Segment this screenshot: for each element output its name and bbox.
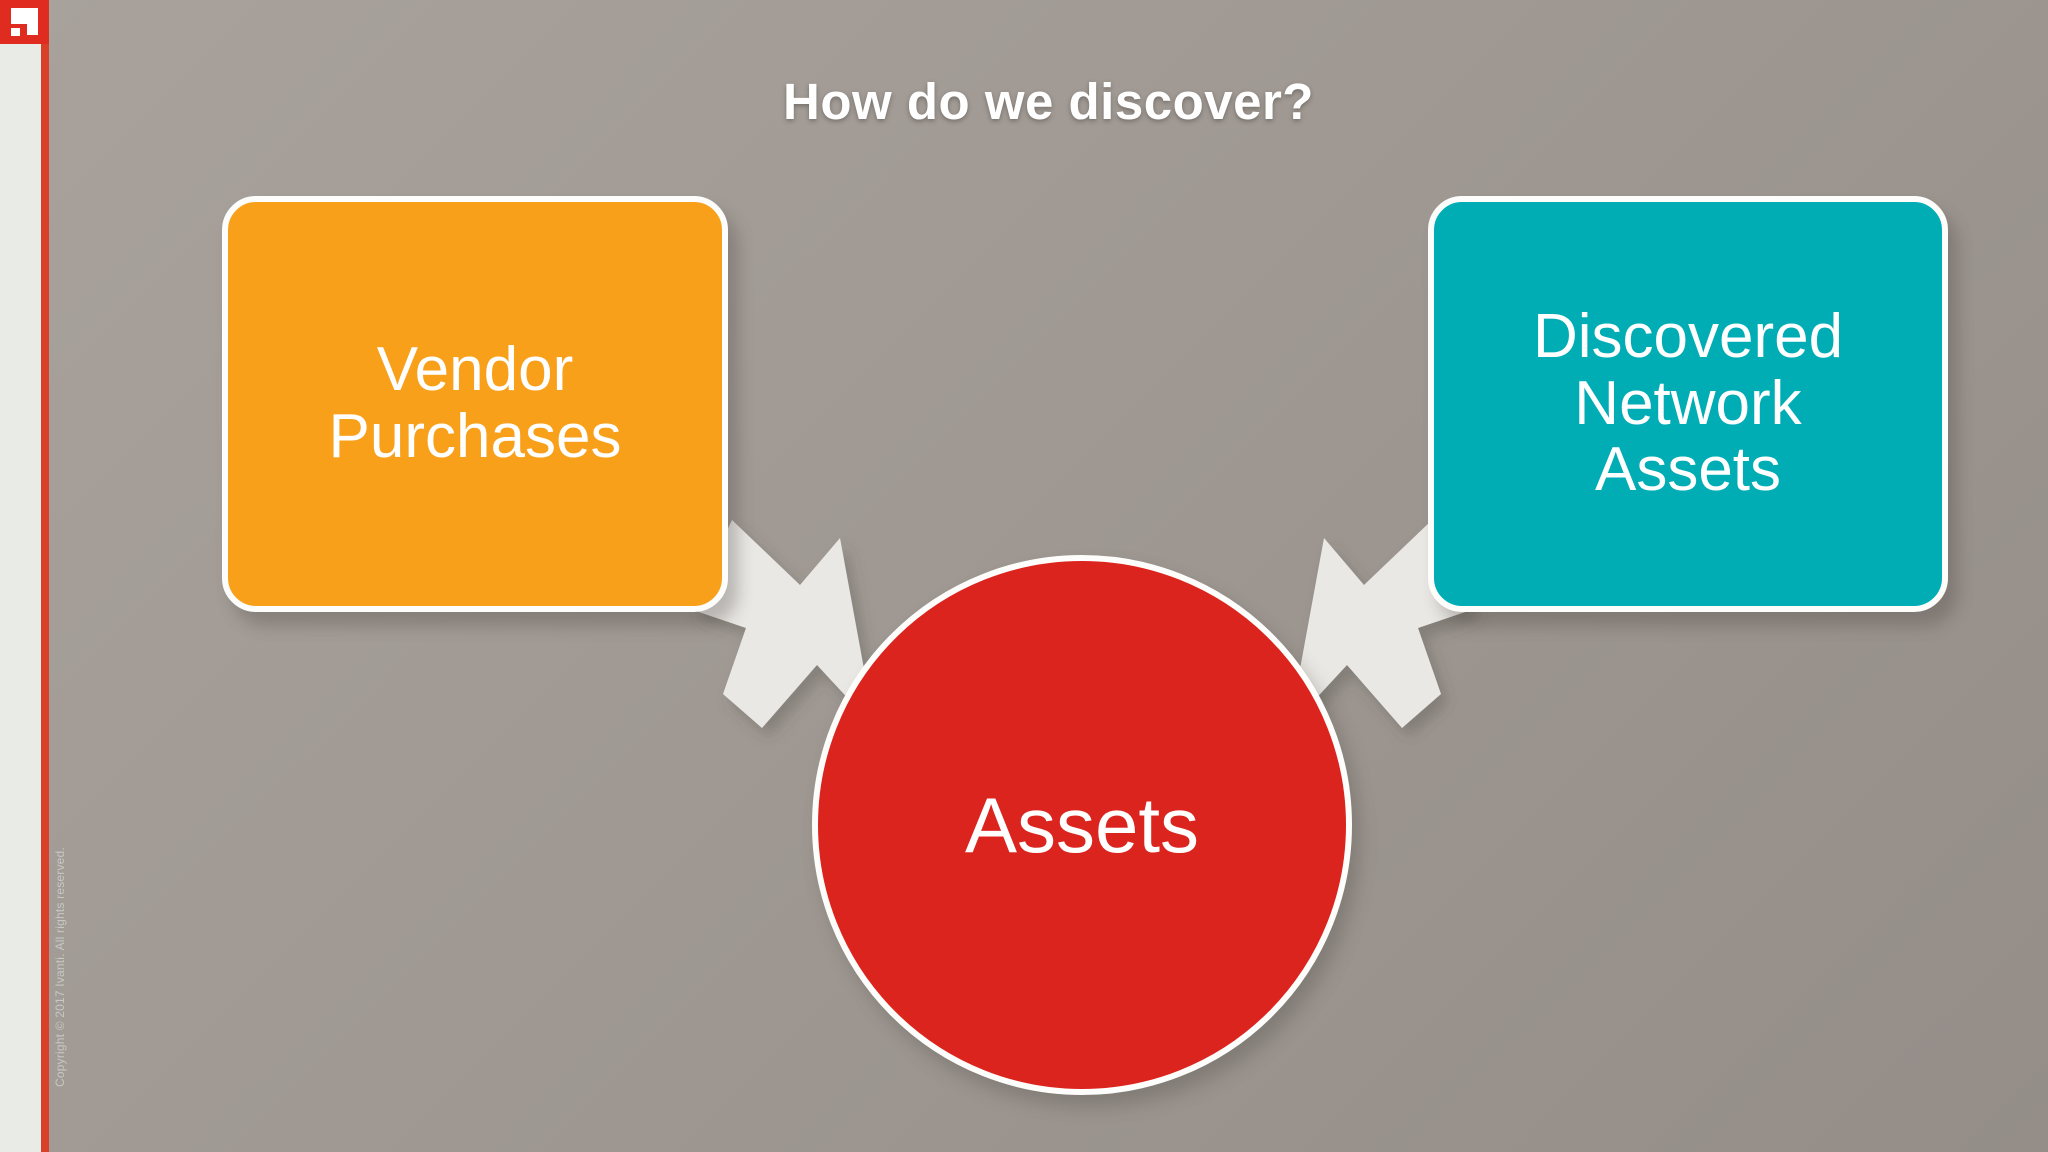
callout-discovered-network-assets-label: Discovered Network Assets xyxy=(1532,301,1844,505)
copyright-notice: Copyright © 2017 Ivanti. All rights rese… xyxy=(53,847,67,1087)
callout-vendor-purchases-label: Vendor Purchases xyxy=(328,335,622,471)
left-rail-accent-line xyxy=(41,0,49,1152)
callout-vendor-purchases[interactable]: Vendor Purchases xyxy=(222,196,728,612)
node-assets-label: Assets xyxy=(964,781,1200,869)
ivanti-logo-icon xyxy=(11,8,38,36)
callout-discovered-network-assets[interactable]: Discovered Network Assets xyxy=(1428,196,1948,612)
ivanti-logo xyxy=(0,0,49,44)
slide-title: How do we discover? xyxy=(783,73,1314,130)
left-rail xyxy=(0,0,41,1152)
node-assets[interactable]: Assets xyxy=(812,555,1352,1095)
